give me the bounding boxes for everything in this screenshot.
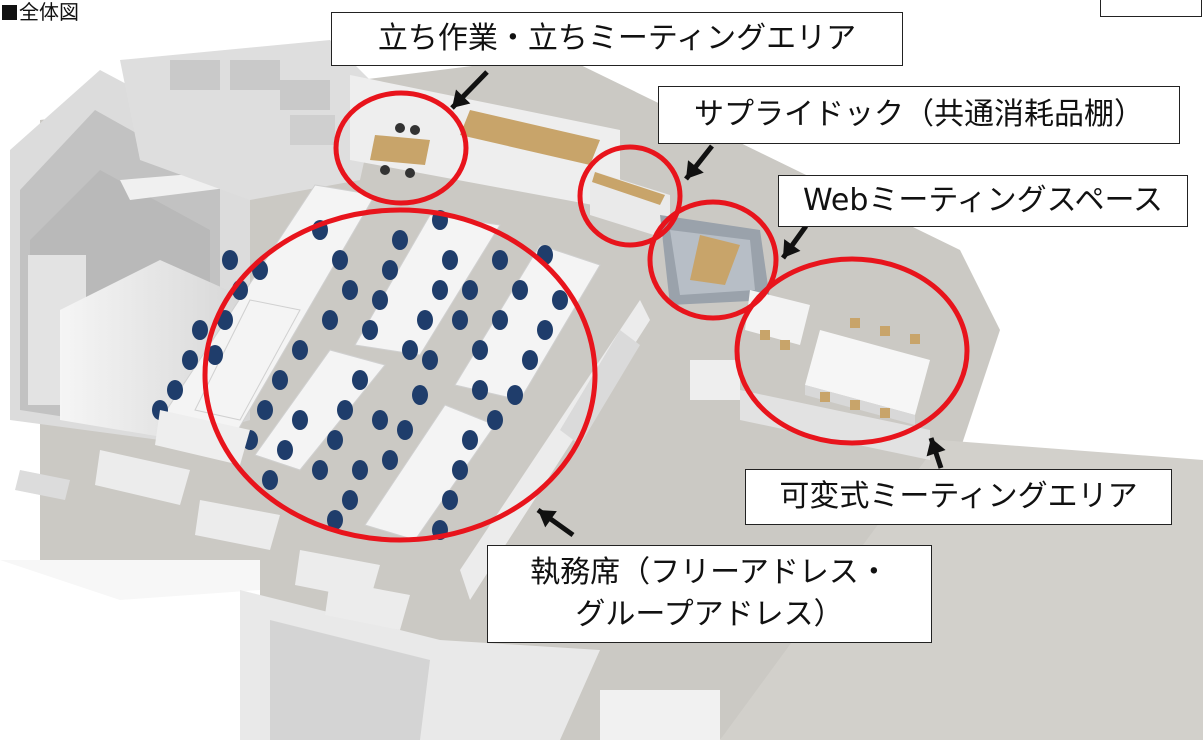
chair (257, 400, 273, 420)
chair (292, 410, 308, 430)
chair (462, 430, 478, 450)
callout-web-meeting: Webミーティングスペース (778, 175, 1188, 227)
highlight-ring (202, 207, 598, 543)
chair (352, 460, 368, 480)
chair (337, 400, 353, 420)
arrow-head-icon (783, 239, 801, 258)
page-title: 全体図 (2, 0, 79, 24)
chair (192, 320, 208, 340)
chair (167, 380, 183, 400)
chair (552, 290, 568, 310)
chair-group (152, 210, 568, 540)
chair (487, 410, 503, 430)
chair (362, 320, 378, 340)
chair (222, 250, 238, 270)
desk (194, 299, 301, 421)
chair (327, 430, 343, 450)
arrow-head-icon (452, 89, 471, 108)
chair (492, 310, 508, 330)
highlight-ring (577, 144, 683, 248)
chair (382, 260, 398, 280)
chair (372, 410, 388, 430)
variable-meeting-area (745, 290, 930, 425)
callout-supply-dock-text: サプライドック（共通消耗品棚） (694, 97, 1144, 132)
chair (522, 350, 538, 370)
highlight-ring (734, 256, 970, 446)
arrow-head-icon (926, 438, 946, 457)
chair (182, 350, 198, 370)
supply-dock (590, 170, 670, 240)
arrow-head-icon (686, 160, 704, 179)
callout-standing-area: 立ち作業・立ちミーティングエリア (331, 12, 903, 66)
web-meeting-booth (660, 215, 770, 305)
arrow-head-icon (538, 510, 557, 528)
highlight-ring (647, 199, 779, 321)
chair (397, 420, 413, 440)
pointer-arrows (450, 70, 946, 538)
chair (507, 385, 523, 405)
chair (422, 350, 438, 370)
chair (277, 440, 293, 460)
chair (352, 370, 368, 390)
callout-work-seats-line1: 執務席（フリーアドレス・ (530, 555, 889, 590)
chair (262, 470, 278, 490)
chair (432, 280, 448, 300)
highlight-rings (202, 90, 970, 543)
partitions (460, 300, 930, 600)
chair (382, 450, 398, 470)
chair (372, 290, 388, 310)
bottom-walls (240, 590, 720, 740)
highlight-ring (333, 90, 469, 206)
chair (332, 250, 348, 270)
chair (472, 340, 488, 360)
callout-work-seats-line2: グループアドレス） (575, 597, 844, 632)
chair (312, 460, 328, 480)
callout-variable-meeting: 可変式ミーティングエリア (745, 469, 1172, 525)
chair (322, 310, 338, 330)
chair (292, 340, 308, 360)
callout-supply-dock: サプライドック（共通消耗品棚） (658, 86, 1180, 144)
chair (417, 310, 433, 330)
chair (452, 460, 468, 480)
standing-table (370, 123, 430, 178)
chair (327, 510, 343, 530)
title-text: 全体図 (19, 0, 79, 24)
chair (512, 280, 528, 300)
chair (442, 490, 458, 510)
chair (452, 310, 468, 330)
chair (412, 385, 428, 405)
bottom-left-desks (15, 410, 410, 630)
chair (492, 250, 508, 270)
chair (342, 280, 358, 300)
corner-box (1100, 0, 1202, 17)
chair (462, 280, 478, 300)
square-bullet-icon (2, 5, 17, 20)
top-rooms (120, 40, 620, 210)
chair (342, 490, 358, 510)
chair (402, 340, 418, 360)
callout-work-seats: 執務席（フリーアドレス・ グループアドレス） (487, 545, 932, 643)
chair (392, 230, 408, 250)
chair (442, 250, 458, 270)
callout-variable-meeting-text: 可変式ミーティングエリア (779, 479, 1138, 514)
chair (272, 370, 288, 390)
callout-standing-area-text: 立ち作業・立ちミーティングエリア (377, 21, 857, 56)
callout-web-meeting-text: Webミーティングスペース (802, 183, 1163, 218)
chair (472, 380, 488, 400)
chair (207, 345, 223, 365)
chair (537, 320, 553, 340)
